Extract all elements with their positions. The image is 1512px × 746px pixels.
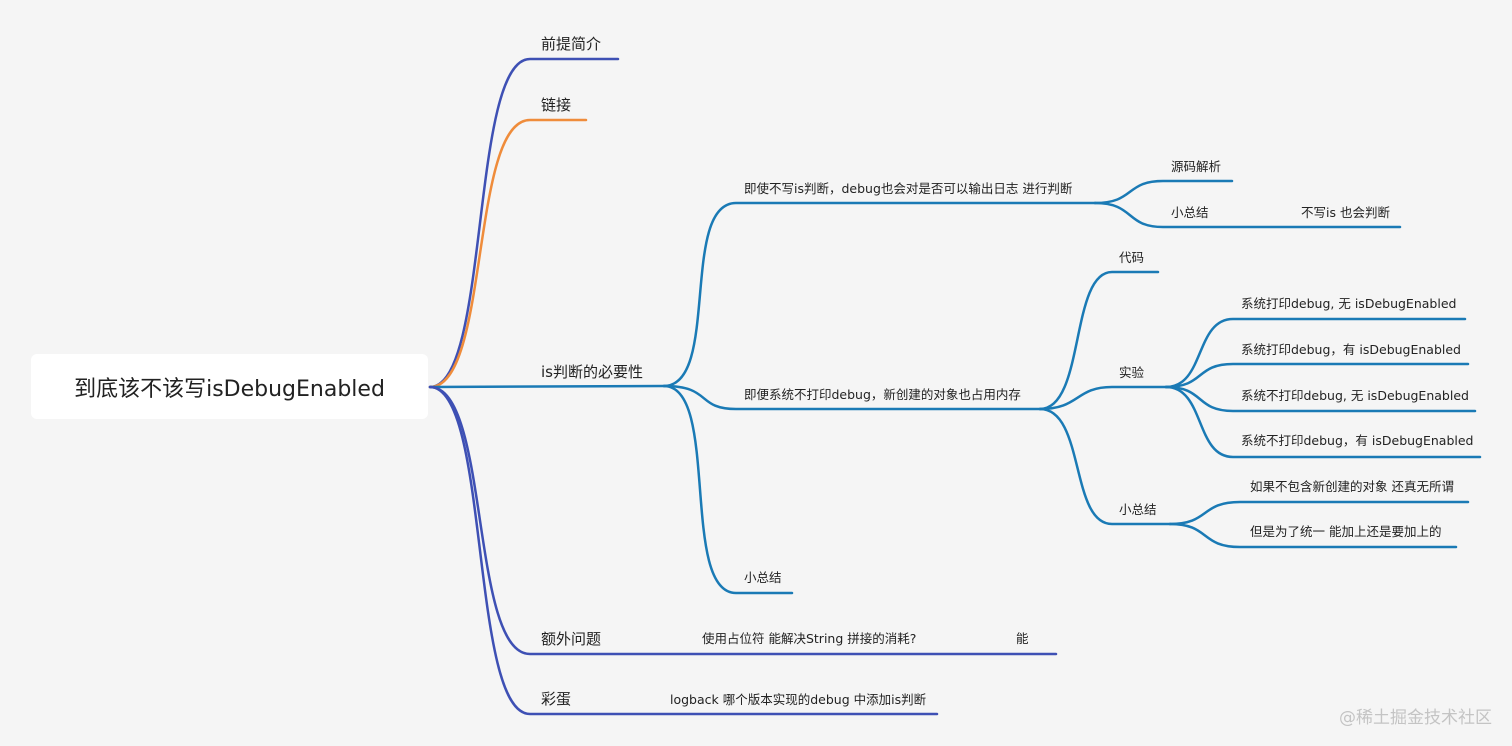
- connector-summary-2-a: [1168, 500, 1470, 526]
- branch-necessity[interactable]: is判断的必要性: [541, 363, 643, 381]
- connector-easter-egg: [428, 385, 939, 716]
- node-summary-1[interactable]: 小总结: [1171, 205, 1209, 220]
- connector-exp-3: [1164, 385, 1477, 413]
- node-exp-1[interactable]: 系统打印debug, 无 isDebugEnabled: [1241, 296, 1457, 311]
- root-node[interactable]: 到底该不该写isDebugEnabled: [31, 354, 428, 419]
- node-exp-4[interactable]: 系统不打印debug，有 isDebugEnabled: [1241, 433, 1474, 448]
- connector-link: [428, 118, 588, 389]
- branch-intro[interactable]: 前提简介: [541, 35, 602, 53]
- node-source-analysis[interactable]: 源码解析: [1171, 159, 1222, 174]
- branch-extra[interactable]: 额外问题: [541, 630, 602, 648]
- node-experiment[interactable]: 实验: [1119, 365, 1145, 380]
- connector-necessity: [428, 384, 666, 389]
- connector-summary-1: [1093, 201, 1402, 229]
- connector-no-is-check: [662, 201, 1097, 388]
- connector-memory: [662, 384, 1042, 411]
- node-summary-2-a[interactable]: 如果不包含新创建的对象 还真无所谓: [1250, 479, 1454, 494]
- connector-exp-2: [1164, 362, 1470, 389]
- node-memory[interactable]: 即便系统不打印debug，新创建的对象也占用内存: [744, 387, 1021, 402]
- connector-source-analysis: [1093, 179, 1234, 205]
- node-easter-egg-item[interactable]: logback 哪个版本实现的debug 中添加is判断: [670, 692, 927, 707]
- connector-exp-4: [1164, 385, 1482, 459]
- node-extra-question[interactable]: 使用占位符 能解决String 拼接的消耗?: [702, 631, 917, 646]
- watermark: @稀土掘金技术社区: [1339, 708, 1492, 728]
- connector-summary-2: [1038, 407, 1172, 526]
- connector-extra: [428, 385, 1058, 656]
- connector-intro: [428, 57, 620, 389]
- root-label: 到底该不该写isDebugEnabled: [74, 376, 385, 402]
- node-code[interactable]: 代码: [1119, 250, 1145, 265]
- connector-summary-2-b: [1168, 522, 1458, 549]
- branch-easter-egg[interactable]: 彩蛋: [541, 690, 572, 708]
- connector-code: [1038, 270, 1160, 411]
- branch-link[interactable]: 链接: [541, 96, 572, 114]
- connector-exp-1: [1164, 317, 1467, 389]
- connector-experiment: [1038, 385, 1168, 411]
- node-no-is-check[interactable]: 即使不写is判断，debug也会对是否可以输出日志 进行判断: [744, 181, 1073, 196]
- node-summary-1-value[interactable]: 不写is 也会判断: [1301, 205, 1390, 220]
- node-exp-3[interactable]: 系统不打印debug, 无 isDebugEnabled: [1241, 388, 1469, 403]
- node-extra-answer[interactable]: 能: [1016, 631, 1029, 646]
- node-summary-2-b[interactable]: 但是为了统一 能加上还是要加上的: [1250, 524, 1442, 539]
- connector-summary-3: [662, 384, 794, 595]
- node-summary-3[interactable]: 小总结: [744, 570, 782, 585]
- node-summary-2[interactable]: 小总结: [1119, 502, 1157, 517]
- node-exp-2[interactable]: 系统打印debug，有 isDebugEnabled: [1241, 342, 1461, 357]
